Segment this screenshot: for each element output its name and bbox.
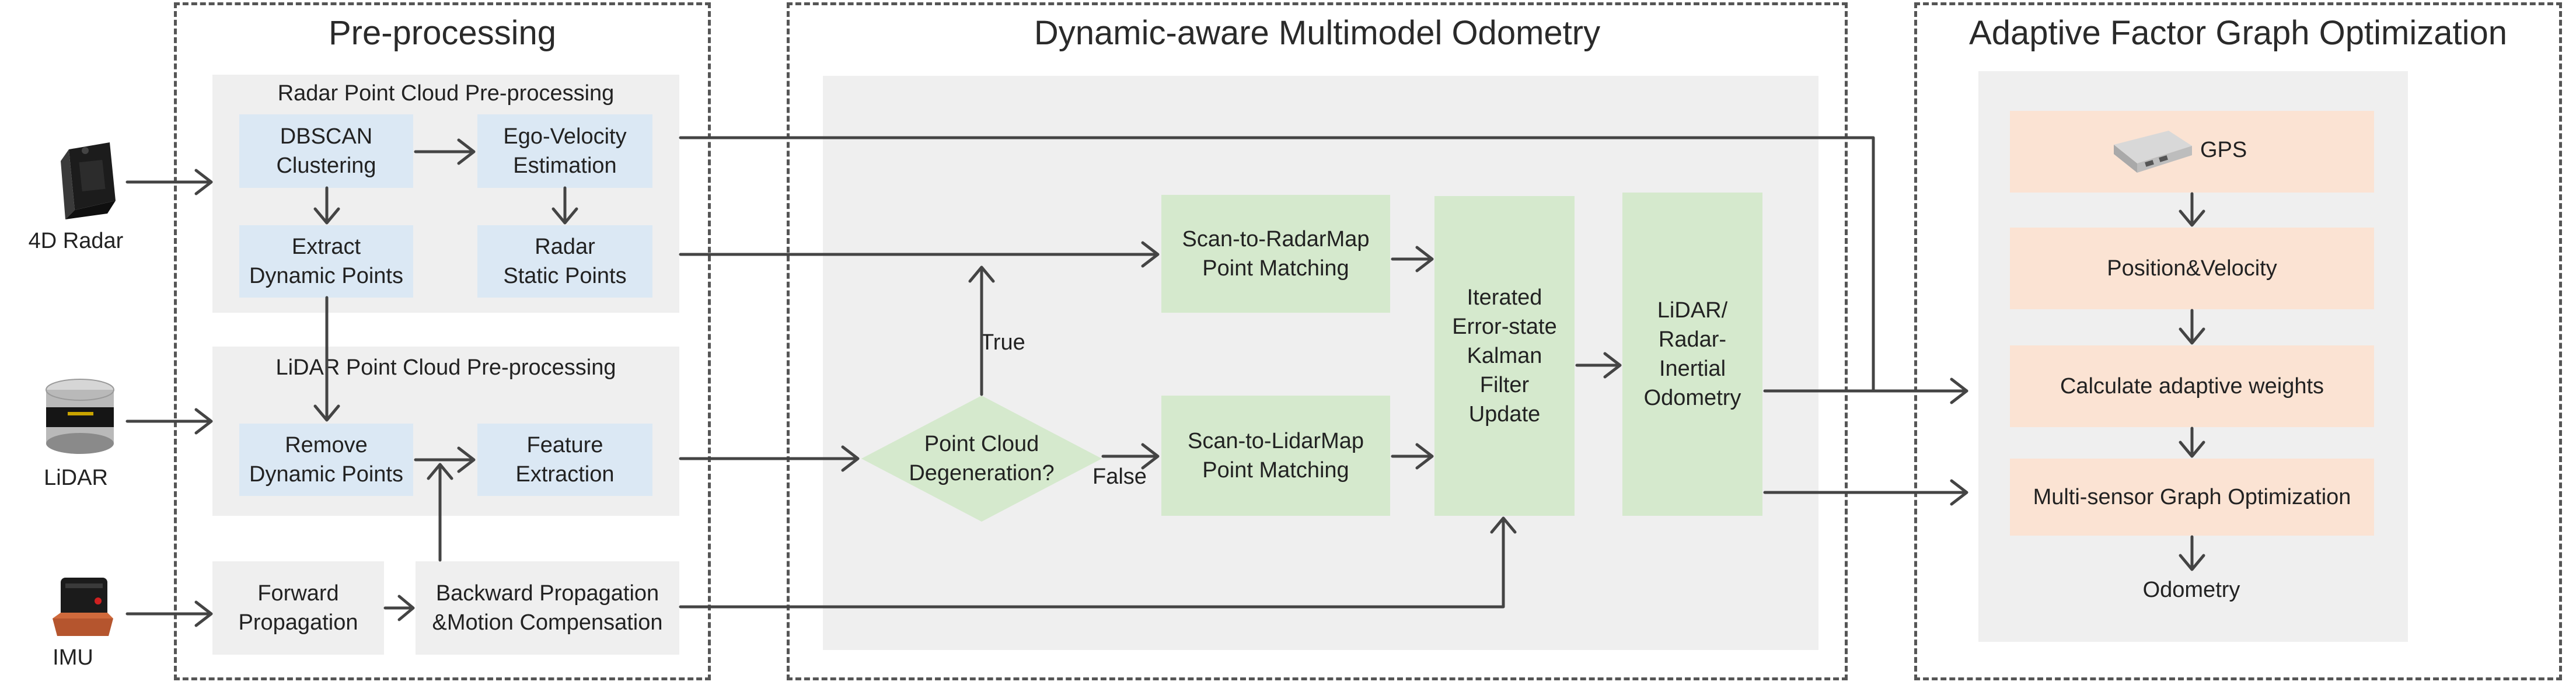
arrow-ego-to-adaptive-weights: [679, 136, 1968, 393]
false-label: False: [1092, 464, 1147, 489]
arrow-lio-to-graph-optimization: [1763, 479, 1968, 506]
dbscan-box: DBSCAN Clustering: [239, 114, 413, 188]
arrow-lio-to-adaptive-weights: [1763, 378, 1968, 404]
preprocessing-section: Pre-processing: [174, 2, 711, 680]
imu-label: IMU: [53, 645, 93, 670]
lidar-device-icon: [42, 377, 118, 459]
arrow-degeneration-true: [968, 265, 995, 396]
ego-velocity-box: Ego-Velocity Estimation: [477, 114, 652, 188]
arrow-gps-to-position: [2179, 192, 2205, 227]
scan-lidarmap-box: Scan-to-LidarMap Point Matching: [1161, 396, 1390, 516]
gps-box: GPS: [2010, 111, 2374, 193]
odometry-output-label: Odometry: [2142, 578, 2240, 602]
odometry-title: Dynamic-aware Multimodel Odometry: [1034, 14, 1601, 52]
lidar-label: LiDAR: [44, 466, 108, 490]
arrow-dbscan-to-extract: [313, 186, 340, 225]
radar-device-icon: [49, 138, 119, 231]
preprocessing-title: Pre-processing: [328, 14, 557, 52]
arrow-imu-to-forward: [125, 600, 213, 627]
remove-dynamic-box: Remove Dynamic Points: [239, 424, 413, 496]
lio-box: LiDAR/ Radar- Inertial Odometry: [1622, 193, 1762, 516]
arrow-backward-to-feature: [427, 463, 453, 562]
arrow-radar-to-preprocessing: [125, 169, 213, 195]
arrow-weights-to-graph: [2179, 427, 2205, 458]
degeneration-label: Point Cloud Degeneration?: [909, 432, 1055, 485]
extract-dynamic-box: Extract Dynamic Points: [239, 225, 413, 298]
degeneration-decision-diamond: [860, 394, 1103, 523]
arrow-position-to-weights: [2179, 309, 2205, 345]
arrow-ego-to-static: [551, 186, 578, 225]
arrow-degeneration-false: [1101, 443, 1160, 470]
arrow-extract-to-remove: [313, 296, 340, 422]
adaptive-weights-box: Calculate adaptive weights: [2010, 345, 2374, 427]
lidar-preprocessing-title: LiDAR Point Cloud Pre-processing: [275, 355, 616, 380]
arrow-graph-to-odometry: [2179, 535, 2205, 571]
arrow-lidar-to-preprocessing: [125, 408, 213, 435]
scan-radarmap-box: Scan-to-RadarMap Point Matching: [1161, 195, 1390, 313]
gps-device-icon: [2108, 127, 2195, 176]
optimization-title: Adaptive Factor Graph Optimization: [1969, 14, 2507, 52]
arrow-remove-to-feature: [414, 446, 476, 473]
imu-device-icon: [48, 572, 118, 642]
radar-preprocessing-title: Radar Point Cloud Pre-processing: [277, 81, 615, 106]
radar-static-box: Radar Static Points: [477, 225, 652, 298]
true-label: True: [980, 330, 1025, 355]
arrow-feature-to-degeneration: [679, 445, 860, 472]
arrow-forward-to-backward: [383, 595, 415, 621]
arrow-iekf-to-lio: [1575, 352, 1622, 379]
arrow-scan-lidar-to-iekf: [1391, 443, 1434, 470]
iekf-box: Iterated Error-state Kalman Filter Updat…: [1434, 196, 1575, 516]
feature-extraction-box: Feature Extraction: [477, 424, 652, 496]
arrow-backward-to-iekf: [679, 516, 1517, 609]
arrow-scan-radar-to-iekf: [1391, 246, 1434, 272]
graph-optimization-box: Multi-sensor Graph Optimization: [2010, 459, 2374, 536]
arrow-dbscan-to-ego: [414, 138, 476, 165]
gps-label: GPS: [2200, 138, 2247, 162]
optimization-section: Adaptive Factor Graph Optimization: [1914, 2, 2562, 680]
arrow-static-to-scan-radar: [679, 241, 1160, 268]
forward-propagation-box: Forward Propagation: [212, 561, 384, 655]
radar-label: 4D Radar: [28, 229, 124, 253]
backward-propagation-box: Backward Propagation &Motion Compensatio…: [416, 561, 679, 655]
odometry-section: Dynamic-aware Multimodel Odometry: [787, 2, 1848, 680]
position-velocity-box: Position&Velocity: [2010, 228, 2374, 309]
